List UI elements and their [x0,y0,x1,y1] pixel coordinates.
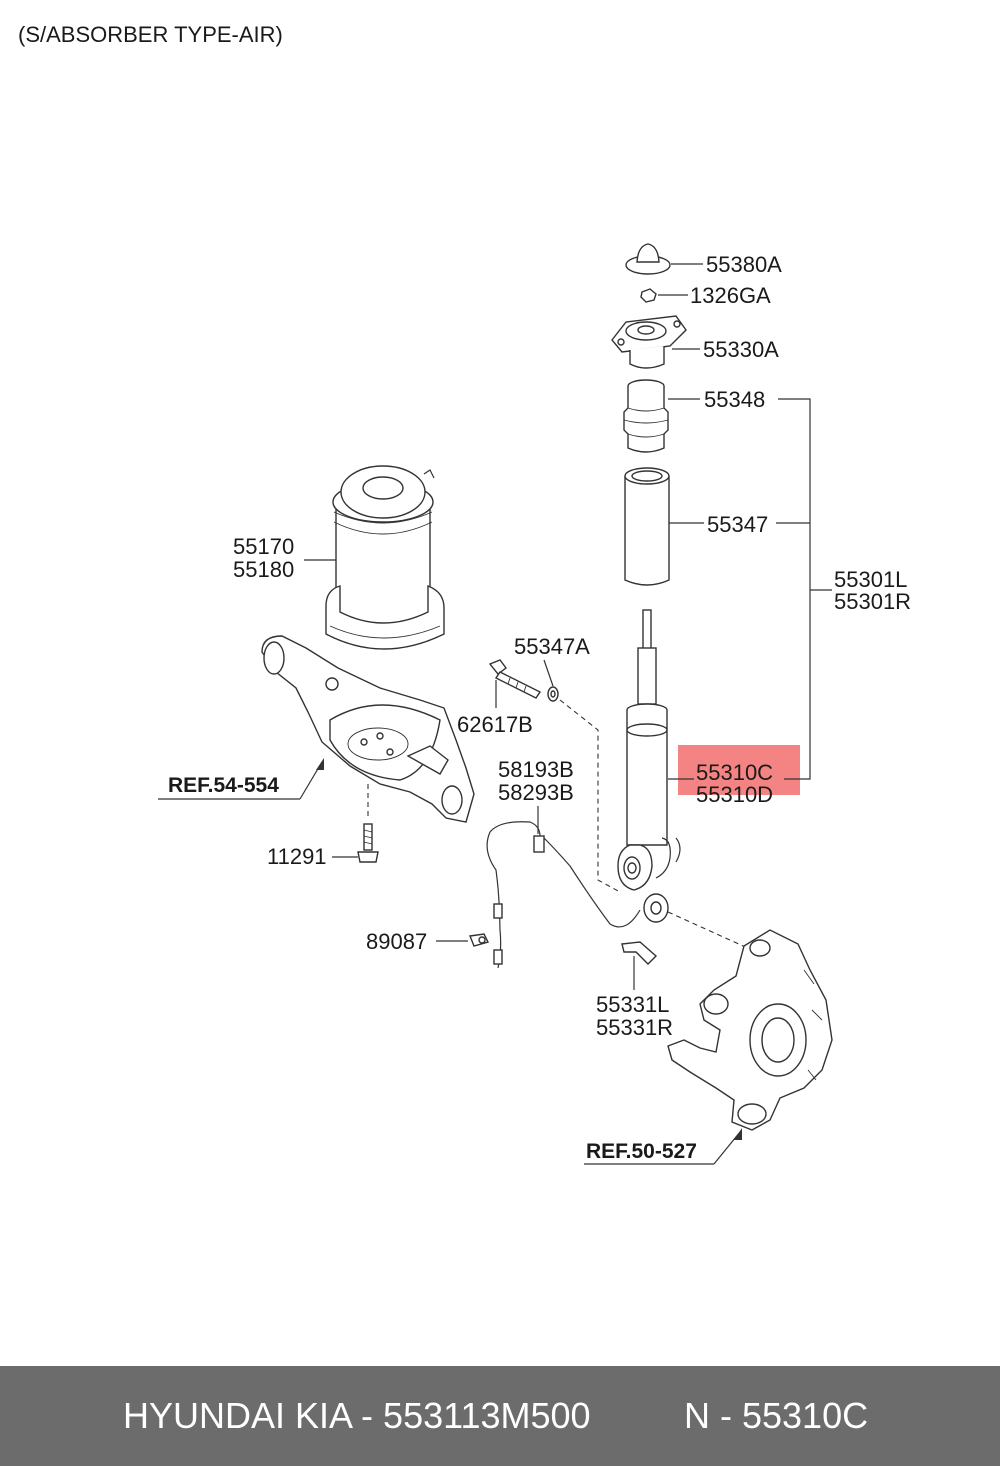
label-11291: 11291 [267,844,327,869]
bump-stopper-part[interactable] [623,379,669,453]
label-58293B: 58293B [498,780,574,805]
diagram-part-number: N - 55310C [684,1395,869,1436]
label-55180: 55180 [233,557,294,582]
bolt-62617B-part[interactable] [488,659,542,699]
air-spring-part[interactable] [325,465,445,650]
label-55348: 55348 [704,387,765,412]
label-55310D: 55310D [696,782,773,807]
lower-bushing-part[interactable] [643,893,669,923]
label-55170: 55170 [233,534,294,559]
lower-arm-part[interactable] [261,635,475,823]
label-55301L: 55301L [834,567,907,592]
label-55301R: 55301R [834,589,911,614]
brand-part-number: HYUNDAI KIA - 553113M500 [123,1395,591,1436]
upper-mount-part[interactable] [611,315,687,369]
label-89087: 89087 [366,929,427,954]
bracket-55331L-part[interactable] [621,941,658,965]
diagram-title: (S/ABSORBER TYPE-AIR) [18,22,283,47]
knuckle-part[interactable] [667,929,833,1131]
highlight-box [678,745,800,795]
label-ref-54-554: REF.54-554 [168,774,279,797]
sensor-wire-part[interactable] [486,821,641,969]
label-55347A: 55347A [514,634,590,659]
label-ref-50-527: REF.50-527 [586,1140,697,1163]
label-55380A: 55380A [706,252,782,277]
label-58193B: 58193B [498,757,574,782]
label-55310C: 55310C [696,760,773,785]
label-1326GA: 1326GA [690,283,771,308]
label-55347: 55347 [707,512,768,537]
dust-cap-part[interactable] [625,243,671,275]
label-55331L: 55331L [596,992,669,1017]
bolt-11291-part[interactable] [357,823,379,863]
washer-55347A-part[interactable] [547,686,559,702]
label-55331R: 55331R [596,1015,673,1040]
dust-cover-part[interactable] [624,467,670,586]
shock-absorber-part[interactable] [617,609,681,891]
label-62617B: 62617B [457,712,533,737]
part-number-bar: HYUNDAI KIA - 553113M500 N - 55310C [0,1366,1000,1466]
clip-89087-part[interactable] [469,933,490,947]
nut-part[interactable] [640,288,657,303]
label-55330A: 55330A [703,337,779,362]
